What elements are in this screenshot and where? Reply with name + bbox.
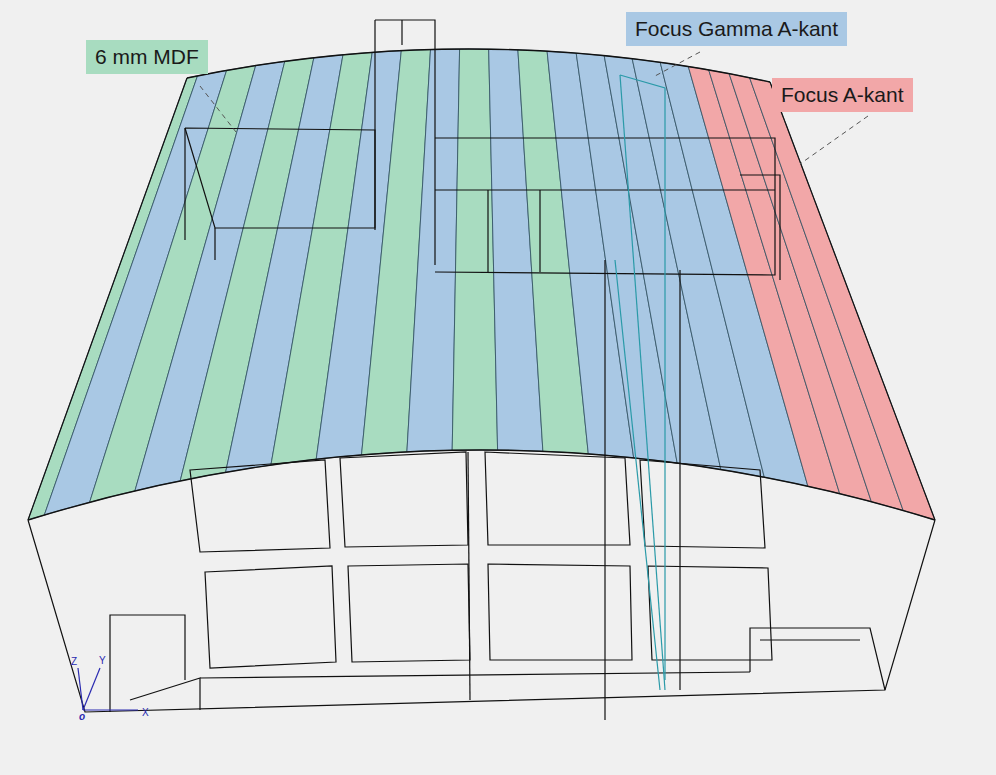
ceiling-strips bbox=[28, 49, 935, 520]
callout-text: Focus A-kant bbox=[781, 83, 904, 106]
ceiling-arc bbox=[28, 450, 935, 520]
ceiling-strip bbox=[407, 49, 460, 452]
axis-label: Z bbox=[71, 656, 77, 667]
wireframe bbox=[28, 20, 935, 720]
axis-label: Y bbox=[99, 655, 106, 666]
ceiling-strip bbox=[729, 74, 903, 511]
axis-symbol bbox=[78, 668, 138, 710]
callout-text: 6 mm MDF bbox=[95, 45, 199, 68]
axis-label: X bbox=[142, 707, 149, 718]
axis-label: o bbox=[79, 711, 85, 722]
material-callout: Focus Gamma A-kant bbox=[626, 12, 847, 46]
material-callout: 6 mm MDF bbox=[86, 40, 208, 74]
ceiling-strip bbox=[750, 78, 935, 520]
leader-lines bbox=[200, 52, 868, 164]
material-callout: Focus A-kant bbox=[772, 78, 913, 112]
ceiling-arc bbox=[187, 49, 770, 82]
callout-text: Focus Gamma A-kant bbox=[635, 17, 838, 40]
